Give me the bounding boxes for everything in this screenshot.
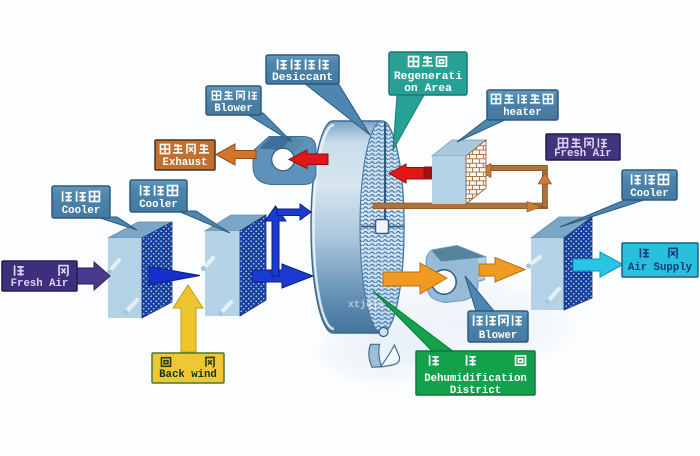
svg-text:District: District [450,385,501,397]
svg-text:Fresh Air: Fresh Air [11,278,69,290]
svg-text:Blower: Blower [479,330,517,342]
svg-text:Blower: Blower [214,103,252,115]
svg-text:Back wind: Back wind [159,369,217,381]
svg-text:Cooler: Cooler [139,199,177,211]
svg-text:xtjqjx: xtjqjx [348,299,384,311]
svg-text:on Area: on Area [404,83,452,95]
svg-text:Air Supply: Air Supply [628,262,693,274]
svg-text:Cooler: Cooler [630,188,668,200]
svg-text:Dehumidification: Dehumidification [424,373,527,385]
svg-text:heater: heater [503,107,541,119]
svg-text:Desiccant: Desiccant [272,72,333,84]
svg-text:Exhaust: Exhaust [163,157,208,169]
svg-text:Fresh Air: Fresh Air [554,148,612,160]
svg-text:Regenerati: Regenerati [394,71,463,83]
svg-text:Cooler: Cooler [62,205,100,217]
